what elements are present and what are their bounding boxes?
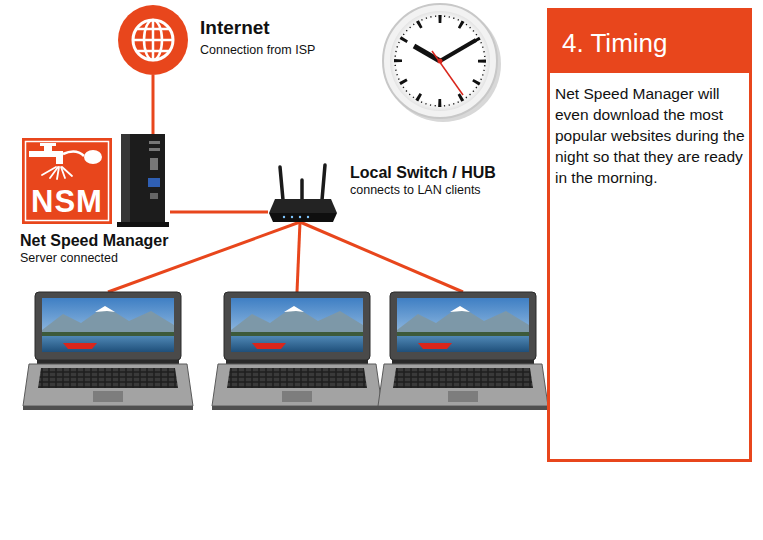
laptop-client [378, 292, 548, 410]
wall-clock [438, 59, 443, 64]
server-box [117, 222, 169, 227]
server-box [148, 178, 160, 187]
nsm-logo [63, 151, 84, 156]
network-cable [152, 75, 155, 134]
network-switch [269, 199, 337, 213]
network-switch [299, 216, 301, 218]
wall-clock [414, 46, 440, 61]
network-switch [291, 216, 293, 218]
server-box [150, 193, 158, 199]
node-subtext: connects to LAN clients [350, 183, 481, 198]
network-switch [283, 216, 285, 218]
server-box [149, 141, 160, 144]
wall-clock [394, 15, 485, 106]
wall-clock [390, 11, 490, 111]
network-switch [307, 216, 309, 218]
wall-clock [383, 4, 497, 118]
nsm-logo [22, 138, 112, 224]
network-switch [280, 167, 283, 200]
nsm-logo [57, 167, 59, 179]
server-node: NSMNet Speed ManagerServer connected [20, 134, 170, 227]
laptop-wires [297, 222, 300, 292]
nsm-logo [42, 167, 72, 179]
node-heading: Internet [200, 17, 270, 40]
node-heading: Net Speed Manager [20, 231, 168, 250]
laptop-wires [300, 222, 463, 292]
server-box [150, 158, 158, 170]
internet-node: InternetConnection from ISP [118, 5, 338, 75]
nsm-logo [56, 151, 63, 164]
wall-clock [440, 40, 476, 61]
server-box [149, 148, 160, 151]
globe-icon [133, 39, 173, 42]
network-switch [269, 213, 337, 222]
laptop-client [212, 292, 382, 410]
globe-icon [118, 5, 188, 75]
globe-icon [118, 5, 188, 75]
nsm-logo [42, 167, 56, 175]
panel-body: Net Speed Manager will even download the… [555, 83, 747, 188]
globe-icon [133, 20, 173, 60]
server-box [121, 134, 130, 222]
panel-heading: 4. Timing [562, 28, 668, 59]
nsm-logo [84, 150, 102, 164]
laptop-client [23, 292, 193, 410]
node-subtext: Connection from ISP [200, 43, 315, 58]
nsm-logo [22, 138, 112, 224]
network-switch [269, 165, 337, 222]
node-subtext: Server connected [20, 251, 118, 266]
wall-clock [397, 18, 484, 105]
nsm-logo [40, 143, 56, 146]
node-heading: Local Switch / HUB [350, 163, 496, 182]
laptop-client [23, 292, 548, 410]
wall-clock [383, 4, 501, 122]
network-switch [322, 165, 325, 200]
wall-clock [432, 51, 463, 95]
globe-icon [137, 50, 169, 53]
server-box [121, 134, 165, 222]
network-switch [300, 180, 304, 200]
nsm-logo [62, 167, 72, 176]
logo-text: NSM [22, 183, 112, 220]
server-box [117, 134, 169, 227]
switch-node: Local Switch / HUBconnects to LAN client… [268, 160, 518, 225]
info-panel: 4. TimingNet Speed Manager will even dow… [547, 8, 752, 462]
globe-icon [137, 28, 169, 31]
network-cable [170, 211, 268, 214]
